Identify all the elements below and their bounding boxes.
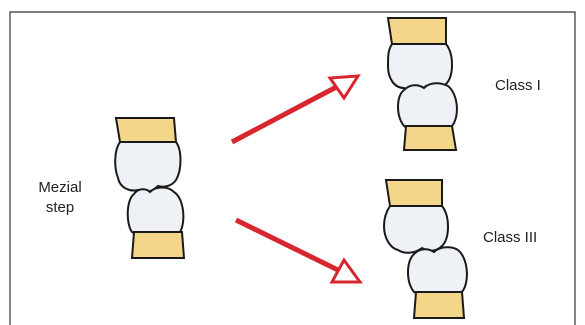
arrow-to-class3 — [236, 220, 360, 282]
class1-upper-gingiva — [388, 18, 446, 44]
mezial-upper-tooth — [115, 142, 180, 192]
class3-teeth — [384, 180, 467, 318]
arrow-to-class1 — [232, 76, 358, 142]
frame-border — [10, 12, 575, 325]
class3-lower-gingiva — [414, 292, 464, 318]
class3-label: Class III — [483, 228, 537, 248]
mezial-lower-tooth — [128, 188, 184, 237]
class1-lower-tooth — [398, 83, 457, 130]
mezial-upper-gingiva — [116, 118, 176, 142]
class1-teeth — [388, 18, 457, 150]
class3-upper-gingiva — [386, 180, 442, 206]
class1-label: Class I — [495, 76, 541, 96]
mezial-step-label: Mezial step — [28, 178, 92, 218]
class3-upper-tooth — [384, 206, 448, 253]
mezial-step-label-line2: step — [28, 198, 92, 218]
mezial-step-teeth — [115, 118, 184, 258]
mezial-step-label-line1: Mezial — [28, 178, 92, 198]
class3-lower-tooth — [408, 247, 467, 296]
class1-lower-gingiva — [404, 126, 456, 150]
mezial-lower-gingiva — [132, 232, 184, 258]
